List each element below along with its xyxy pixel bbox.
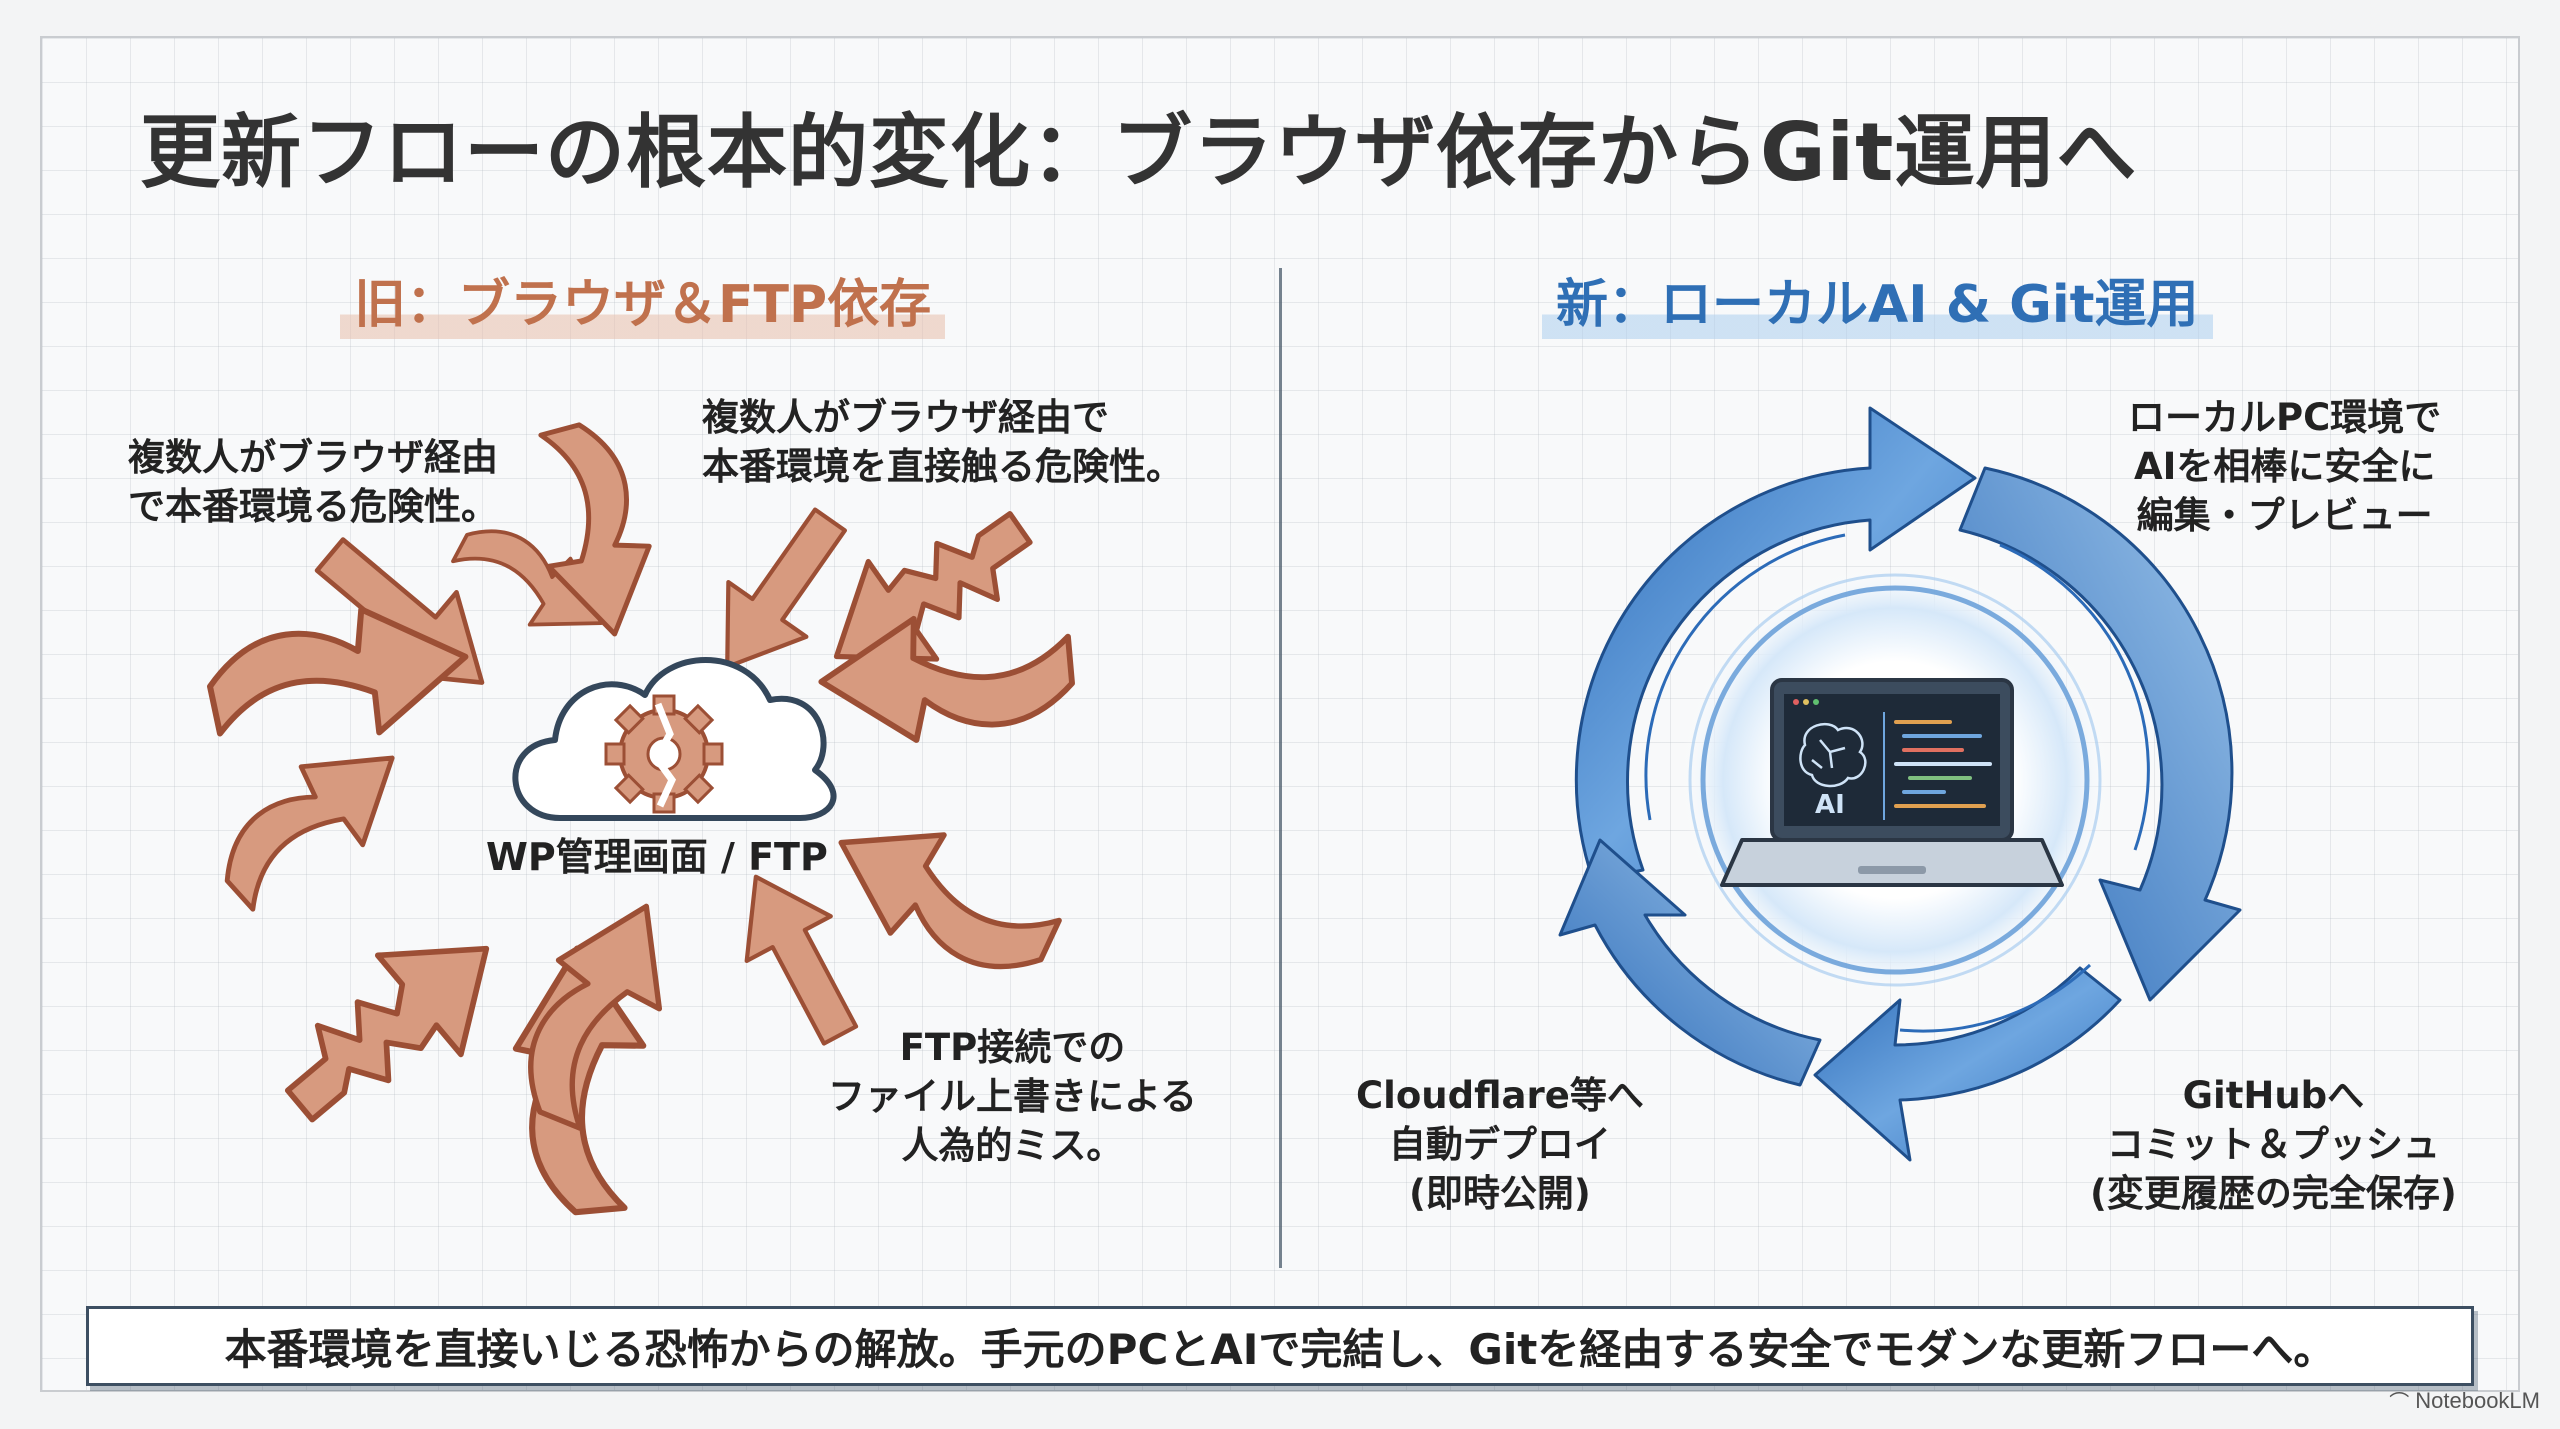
laptop-ai-label: AI: [1815, 790, 1845, 820]
notebooklm-logo-icon: ⌒: [2389, 1392, 2410, 1414]
old-risk-note-3: FTP接続での ファイル上書きによる 人為的ミス。: [828, 1026, 1197, 1167]
cycle-step-local-edit: ローカルPC環境で AIを相棒に安全に 編集・プレビュー: [2128, 396, 2442, 537]
cycle-step-github-push: GitHubへ コミット＆プッシュ (変更履歴の完全保存): [2090, 1074, 2457, 1215]
cycle-arrow-1: [1574, 406, 1977, 882]
column-divider: [1279, 268, 1282, 1268]
old-flow-heading: 旧：ブラウザ＆FTP依存: [340, 262, 946, 339]
cycle-arrow-3: [1813, 966, 2122, 1162]
cycle-arrow-4: [1558, 838, 1822, 1087]
cycle-step-cloudflare-deploy: Cloudflare等へ 自動デプロイ (即時公開): [1356, 1074, 1644, 1215]
cycle-arrow-2: [1958, 466, 2242, 1002]
new-flow-heading: 新：ローカルAI & Git運用: [1542, 262, 2213, 339]
laptop-icon: [1720, 678, 2064, 887]
cloud-icon: [512, 657, 837, 821]
notebooklm-badge-text: NotebookLM: [2415, 1387, 2540, 1413]
brain-icon: [1799, 722, 1867, 788]
cloud-label: WP管理画面 / FTP: [486, 835, 828, 879]
old-risk-note-1: 複数人がブラウザ経由 で本番環境る危険性。: [128, 436, 498, 528]
notebooklm-badge: ⌒ NotebookLM: [2389, 1386, 2540, 1415]
page-title: 更新フローの根本的変化：ブラウザ依存からGit運用へ: [140, 106, 2138, 199]
old-risk-note-2: 複数人がブラウザ経由で 本番環境を直接触る危険性。: [702, 396, 1183, 488]
summary-banner: 本番環境を直接いじる恐怖からの解放。手元のPCとAIで完結し、Gitを経由する安…: [86, 1306, 2474, 1386]
broken-gear-icon: [604, 694, 724, 814]
